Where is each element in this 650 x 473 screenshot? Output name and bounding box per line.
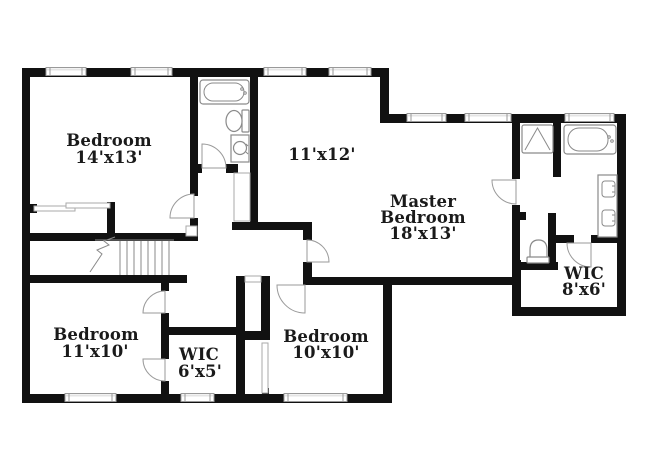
wall-wic1-top (161, 327, 236, 335)
wall-wic2-top-right (591, 235, 617, 243)
door-bedroom2 (142, 290, 166, 314)
master-bedroom-label-2: Bedroom (380, 208, 466, 227)
master-bedroom-label-1: Master (390, 192, 456, 211)
bedroom-2-label: Bedroom (53, 325, 139, 344)
shower-icon (521, 124, 554, 154)
wall-step-vertical (380, 68, 389, 123)
wall-stairs-bottom (22, 275, 187, 283)
bedroom-3-label: Bedroom (283, 327, 369, 346)
toilet-icon (225, 109, 250, 133)
wall-bedroom3-right (383, 277, 392, 403)
wall-bedroom2-stub (161, 283, 169, 291)
bedroom3-closet-door (261, 342, 269, 394)
window (464, 113, 512, 122)
hall-cabinet (185, 225, 198, 237)
wall-wic2-top-left (556, 235, 574, 243)
wall-chase-right (261, 276, 270, 340)
wall-bath-left (190, 77, 198, 196)
wall-bedroom1-closet-return (107, 202, 115, 237)
wall-shower-divider (553, 123, 561, 177)
wall-mbath-left-lower (512, 205, 520, 263)
wall-bedroom3-closet-left (236, 340, 245, 396)
double-vanity-icon (597, 174, 618, 238)
hall-bathroom-fixtures (199, 79, 250, 163)
wall-bath-bottom-left (190, 164, 202, 173)
window (45, 67, 87, 76)
hall-linen-shaft (233, 172, 251, 222)
window (406, 113, 447, 122)
door-wic2 (566, 242, 592, 268)
window (130, 67, 173, 76)
wall-wc-bottom (512, 262, 558, 270)
bedroom1-closet-slider-2 (65, 202, 111, 209)
wall-mbath-left-upper (512, 123, 520, 179)
door-bedroom3 (276, 284, 306, 314)
window (564, 113, 615, 122)
wall-master-door-stub-lower (303, 262, 312, 285)
wall-top-left (22, 68, 388, 77)
stair-break-mark (89, 236, 116, 273)
bathtub-icon (563, 124, 617, 155)
wall-chase-chunk (236, 331, 270, 340)
door-master-bedroom (306, 239, 330, 263)
bedroom-2-dims: 11'x10' (61, 342, 128, 361)
doors (142, 143, 592, 382)
closet-doors (33, 172, 269, 394)
wall-right (617, 114, 626, 316)
wall-wic1-left-lower (161, 381, 169, 396)
wall-master-bottom (305, 277, 521, 285)
wall-bath-bottom-right (226, 164, 238, 173)
window (328, 67, 372, 76)
wall-chase-left (236, 276, 245, 340)
door-bedroom1 (169, 193, 195, 219)
bedroom-1-label: Bedroom (66, 131, 152, 150)
door-master-bathroom (491, 179, 517, 205)
window (283, 393, 348, 402)
wall-bath-right (250, 77, 258, 230)
bathtub-icon (199, 79, 250, 105)
wic-1-dims: 6'x5' (178, 362, 222, 381)
door-hall-bathroom (201, 143, 227, 169)
stairs-icon (89, 236, 174, 275)
window (180, 393, 215, 402)
master-bedroom-dims: 18'x13' (389, 224, 456, 243)
wall-wc-right (548, 213, 556, 263)
wic-1-label: WIC (178, 345, 219, 364)
windows (45, 67, 615, 402)
wall-master-door-stub-upper (303, 230, 312, 240)
wall-mbath-nub (519, 212, 526, 220)
wall-hall-top (232, 222, 312, 230)
bedroom-3-dims: 10'x10' (292, 343, 359, 362)
sitting-area-dims: 11'x12' (288, 145, 355, 164)
wic-2-dims: 8'x6' (562, 280, 606, 299)
toilet-icon (526, 239, 550, 264)
wic-2-label: WIC (563, 264, 604, 283)
sink-vanity-icon (230, 134, 250, 163)
door-wic1 (142, 358, 166, 382)
hall-linen-door (244, 275, 262, 283)
bedroom-1-dims: 14'x13' (75, 148, 142, 167)
wall-wic2-bottom (512, 307, 626, 316)
wall-bedroom2-wic-left (161, 313, 169, 359)
window (263, 67, 307, 76)
window (64, 393, 117, 402)
room-labels: Bedroom 14'x13' 11'x12' Master Bedroom 1… (53, 131, 606, 381)
master-bathroom-fixtures (521, 124, 618, 264)
interior-walls (22, 77, 617, 396)
